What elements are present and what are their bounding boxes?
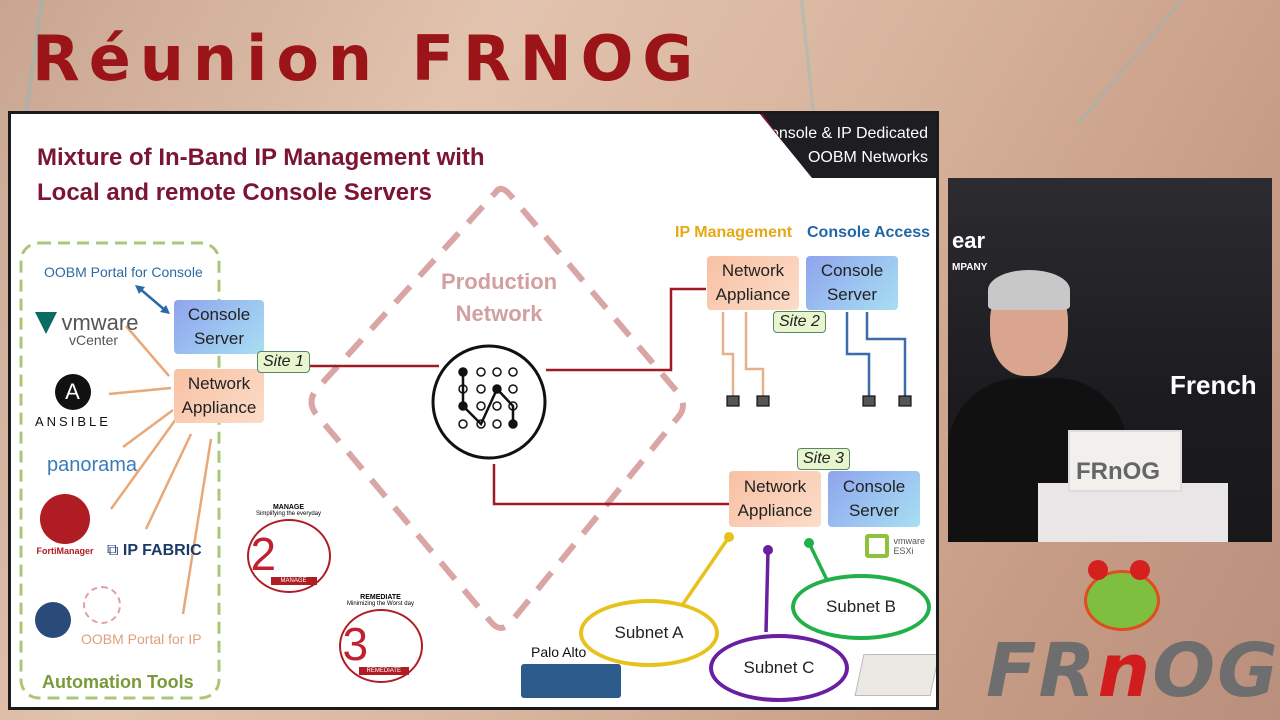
manage-number: 2 — [250, 528, 277, 580]
site3-tag: Site 3 — [797, 448, 850, 470]
fortimanager-gear-icon — [40, 494, 90, 544]
palo-alto-label: Palo Alto — [531, 644, 587, 660]
speaker-hair — [988, 270, 1070, 310]
panorama-logo: panorama — [47, 454, 138, 476]
diagram-connectors — [19, 185, 912, 700]
palo-alto-appliance-image — [521, 664, 621, 698]
podium-sign-text: FRnOG — [1076, 458, 1160, 485]
ansible-logo: A ANSIBLE — [35, 374, 110, 429]
site2-console-server: Console Server — [806, 256, 898, 310]
production-network-label: Production Network — [441, 269, 558, 326]
manage-subtitle: Simplifying the everyday — [255, 511, 322, 517]
vmware-wordmark: vmware — [61, 310, 139, 335]
subnet-c: Subnet C — [709, 634, 849, 702]
ansible-icon: A — [54, 374, 91, 410]
background-streak — [800, 0, 815, 110]
slide-title: Mixture of In-Band IP Management with Lo… — [37, 144, 485, 206]
esxi-wordmark: vmware ESXi — [893, 536, 925, 556]
backdrop-subtext: MPANY — [952, 262, 988, 273]
manage-badge: MANAGE Simplifying the everyday 2 MANAGE — [241, 504, 336, 593]
automation-hub-icon — [35, 602, 71, 638]
manage-heading: MANAGE — [272, 504, 305, 511]
backdrop-text-french: French — [1170, 370, 1257, 400]
frog-eye-right — [1130, 560, 1150, 580]
remediate-number: 3 — [342, 618, 369, 670]
fortimanager-logo: FortiManager — [35, 494, 95, 556]
remediate-icon: 3 REMEDIATE — [338, 609, 423, 683]
ipfabric-icon: ⧉ — [107, 542, 119, 559]
site1-tag: Site 1 — [257, 351, 310, 373]
presentation-slide: Mixture of In-Band IP Management with Lo… — [8, 111, 939, 710]
subnet-b: Subnet B — [791, 574, 931, 640]
background-streak — [1077, 0, 1183, 125]
podium — [1038, 483, 1228, 542]
frnog-logo: FRnOG — [986, 628, 1280, 714]
esxi-wordmark-sub: ESXi — [893, 546, 914, 556]
site2-tag: Site 2 — [773, 311, 826, 333]
oobm-portal-console-label: OOBM Portal for Console — [44, 264, 203, 280]
event-title: Réunion FRNOG — [32, 22, 703, 95]
oobm-portal-ip-label: OOBM Portal for IP — [81, 631, 202, 647]
manage-ribbon: MANAGE — [270, 577, 317, 585]
remediate-ribbon: REMEDIATE — [358, 667, 410, 675]
frnog-logo-n: n — [1097, 628, 1153, 714]
vcenter-wordmark: vCenter — [69, 332, 119, 348]
automation-tools-label: Automation Tools — [42, 672, 194, 692]
frog-eye-left — [1088, 560, 1108, 580]
firewall-appliance-image — [854, 654, 936, 696]
site2-network-appliance: Network Appliance — [707, 256, 799, 310]
podium-sign: FRnOG — [1068, 430, 1182, 492]
remediate-subtitle: Minimizing the Worst day — [347, 601, 414, 607]
ipfabric-wordmark: IP FABRIC — [122, 542, 202, 559]
site3-console-server: Console Server — [828, 471, 920, 527]
subnet-a: Subnet A — [579, 599, 719, 667]
frog-mascot-icon — [1064, 560, 1174, 636]
manage-icon: 2 MANAGE — [246, 519, 331, 593]
vmware-icon — [35, 312, 57, 334]
vmware-esxi-logo: vmware ESXi — [865, 534, 925, 558]
speaker-video: ear MPANY French FRnOG — [948, 178, 1272, 542]
backdrop-text-fragment: ear — [952, 228, 986, 253]
ip-portal-icon — [83, 586, 121, 624]
fortimanager-wordmark: FortiManager — [36, 546, 94, 556]
ip-management-heading: IP Management — [675, 224, 793, 241]
console-access-heading: Console Access — [807, 224, 931, 241]
site1-console-server: Console Server — [174, 300, 264, 354]
frog-body — [1084, 570, 1160, 631]
remediate-heading: REMEDIATE — [360, 594, 401, 601]
ansible-wordmark: ANSIBLE — [35, 414, 111, 429]
slide-corner-label: Console & IP Dedicated OOBM Networks — [760, 114, 936, 178]
remediate-badge: REMEDIATE Minimizing the Worst day 3 REM… — [333, 594, 428, 683]
site1-network-appliance: Network Appliance — [174, 369, 264, 423]
frnog-logo-post: OG — [1152, 628, 1280, 714]
site3-network-appliance: Network Appliance — [729, 471, 821, 527]
vmware-vcenter-logo: vmware vCenter — [35, 310, 138, 348]
esxi-icon — [865, 534, 889, 558]
ipfabric-logo: ⧉ IP FABRIC — [107, 542, 202, 560]
frnog-logo-pre: FR — [986, 628, 1098, 714]
esxi-wordmark-main: vmware — [893, 536, 925, 546]
